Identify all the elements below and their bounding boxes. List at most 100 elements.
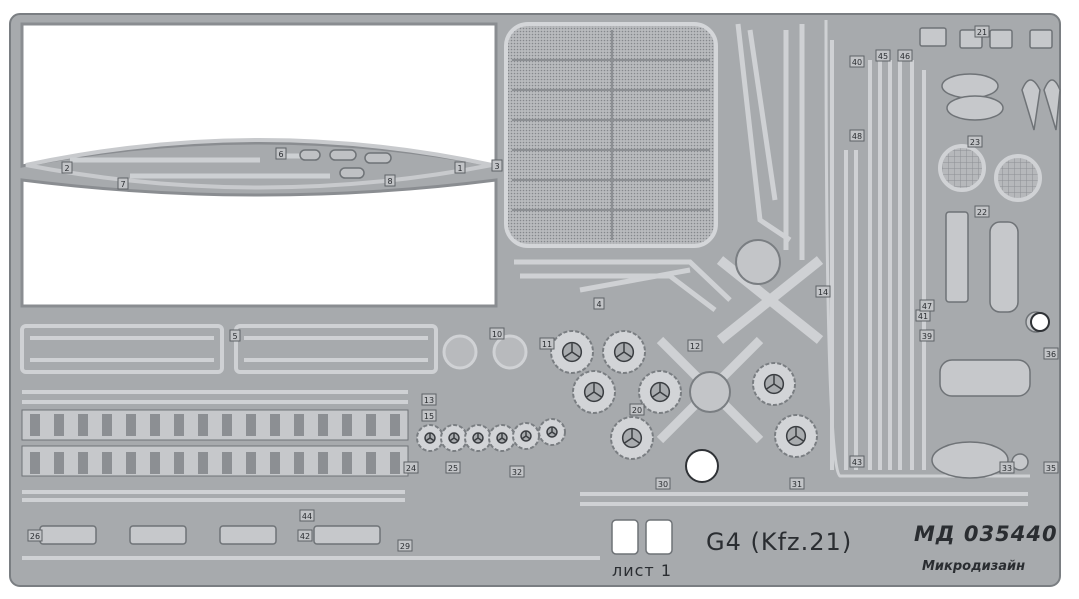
- svg-text:47: 47: [922, 302, 932, 311]
- maker-name: Микродизайн: [922, 559, 1026, 574]
- louvre-slot: [294, 414, 304, 436]
- small-brackets: [931, 211, 1047, 479]
- rings: [442, 334, 528, 370]
- svg-text:46: 46: [900, 52, 910, 61]
- svg-text:22: 22: [977, 208, 987, 217]
- louvre-slot: [270, 452, 280, 474]
- svg-text:41: 41: [918, 312, 928, 321]
- louvre-slot: [126, 452, 136, 474]
- svg-text:44: 44: [302, 512, 312, 521]
- part-number-tag: 3: [491, 159, 503, 172]
- louvre-slot: [174, 414, 184, 436]
- part-number-tag: 4: [593, 297, 605, 310]
- louvre-slot: [198, 452, 208, 474]
- hub-cap: [488, 424, 516, 452]
- louvre-slot: [102, 414, 112, 436]
- part-number-tag: 48: [849, 129, 865, 142]
- louvre-slot: [30, 452, 40, 474]
- svg-text:14: 14: [818, 288, 828, 297]
- svg-text:36: 36: [1046, 350, 1056, 359]
- svg-text:11: 11: [542, 340, 552, 349]
- louvre-slot: [318, 414, 328, 436]
- louvre-slot: [366, 414, 376, 436]
- svg-text:35: 35: [1046, 464, 1056, 473]
- svg-text:20: 20: [632, 406, 642, 415]
- part-number-tag: 45: [875, 49, 891, 62]
- louvre-slot: [198, 414, 208, 436]
- louvre-slot: [222, 414, 232, 436]
- part-number-tag: 41: [915, 309, 931, 322]
- part-number-tag: 35: [1043, 461, 1059, 474]
- hub-cap: [440, 424, 468, 452]
- part-number-tag: 7: [117, 177, 129, 190]
- louvre-slot: [390, 414, 400, 436]
- svg-text:29: 29: [400, 542, 410, 551]
- louvre-slot: [342, 414, 352, 436]
- part-number-tag: 6: [275, 147, 287, 160]
- side-strips: [20, 324, 438, 404]
- louvre-slot: [102, 452, 112, 474]
- part-number-tag: 26: [27, 529, 43, 542]
- hub-cap: [512, 422, 540, 450]
- hub-cap: [610, 416, 654, 460]
- louvre-slot: [78, 414, 88, 436]
- louvre-slot: [246, 414, 256, 436]
- part-number-tag: 40: [849, 55, 865, 68]
- louvre-slot: [78, 452, 88, 474]
- louvre-slot: [54, 452, 64, 474]
- svg-text:8: 8: [387, 177, 392, 186]
- part-number-tag: 30: [655, 477, 671, 490]
- part-number-tag: 44: [299, 509, 315, 522]
- part-number-tag: 32: [509, 465, 525, 478]
- louvre-slot: [318, 452, 328, 474]
- part-number-tag: 42: [297, 529, 313, 542]
- hub-cap: [638, 370, 682, 414]
- brace-parts: [514, 23, 805, 312]
- svg-text:48: 48: [852, 132, 862, 141]
- part-number-tag: 20: [629, 403, 645, 416]
- svg-text:10: 10: [492, 330, 502, 339]
- hub-cap: [538, 418, 566, 446]
- louvre-slot: [54, 414, 64, 436]
- hub-cap: [416, 424, 444, 452]
- part-number-tag: 25: [445, 461, 461, 474]
- svg-text:2: 2: [64, 164, 69, 173]
- svg-text:30: 30: [658, 480, 668, 489]
- louvre-slot: [30, 414, 40, 436]
- svg-text:42: 42: [300, 532, 310, 541]
- louvre-slot: [270, 414, 280, 436]
- catalog-code: МД 035440: [914, 522, 1058, 546]
- svg-text:15: 15: [424, 412, 434, 421]
- svg-text:3: 3: [494, 162, 499, 171]
- svg-text:1: 1: [457, 164, 462, 173]
- part-number-tag: 33: [999, 461, 1015, 474]
- svg-text:6: 6: [278, 150, 283, 159]
- hub-cap: [752, 362, 796, 406]
- part-number-tag: 13: [421, 393, 437, 406]
- svg-text:39: 39: [922, 332, 932, 341]
- part-number-tag: 21: [974, 25, 990, 38]
- part-number-tag: 5: [229, 329, 241, 342]
- hub-cap: [464, 424, 492, 452]
- part-number-tag: 2: [61, 161, 73, 174]
- hub-cap: [572, 370, 616, 414]
- part-number-tag: 39: [919, 329, 935, 342]
- emblems: [685, 312, 1050, 483]
- svg-text:31: 31: [792, 480, 802, 489]
- svg-text:21: 21: [977, 28, 987, 37]
- part-number-tag: 14: [815, 285, 831, 298]
- part-number-tag: 31: [789, 477, 805, 490]
- part-number-tag: 15: [421, 409, 437, 422]
- windshield-small-slots: [299, 149, 392, 179]
- part-number-tag: 36: [1043, 347, 1059, 360]
- louvre-slot: [150, 414, 160, 436]
- svg-text:12: 12: [690, 342, 700, 351]
- louvre-slot: [150, 452, 160, 474]
- svg-text:33: 33: [1002, 464, 1012, 473]
- part-number-tag: 11: [539, 337, 555, 350]
- svg-text:7: 7: [120, 180, 125, 189]
- part-number-tag: 24: [403, 461, 419, 474]
